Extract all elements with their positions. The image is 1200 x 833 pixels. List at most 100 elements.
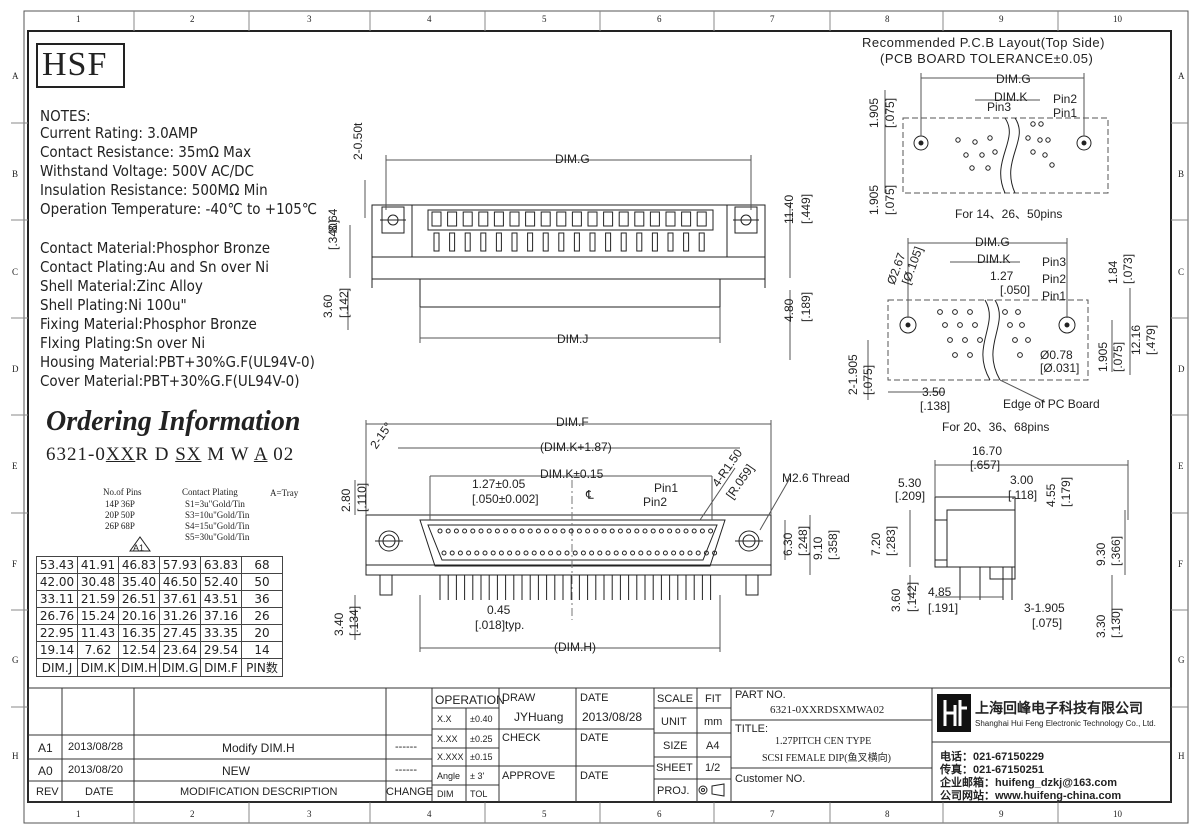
pcb-dim-label: 1.905 [867, 184, 881, 215]
side-view-dim-label: 5.30 [898, 476, 922, 490]
pcb-hole [952, 309, 958, 315]
rev-header-change: CHANGE [386, 786, 434, 798]
contact-hole [556, 550, 562, 556]
side-view-dim-label: [.283] [884, 525, 898, 556]
contact-hole [457, 550, 463, 556]
contact-hole [601, 528, 607, 534]
contact-hole [679, 550, 685, 556]
contact-hole [675, 528, 681, 534]
customer-no-label: Customer NO. [735, 773, 806, 785]
contact-slot-lower [433, 232, 440, 252]
fit-label: FIT [705, 693, 722, 705]
contact-slot-lower [464, 232, 471, 252]
front-view-dim-label: DIM.K±0.15 [540, 467, 604, 481]
side-view-dim-label: [.657] [970, 458, 1001, 472]
top-view-dim-label: [.142] [337, 287, 351, 318]
contact-hole [507, 550, 513, 556]
note-line: Contact Resistance: 35mΩ Max [40, 143, 252, 161]
contact-slot-lower [511, 232, 518, 252]
contact-slot-lower [558, 232, 565, 252]
material-line: Fixing Material:Phosphor Bronze [40, 315, 257, 333]
revision-description: Modify DIM.H [222, 741, 295, 755]
border-row-label-left: A [12, 71, 19, 81]
front-view-dim-label: 3.40 [332, 612, 346, 636]
pcb-hole [1049, 162, 1055, 168]
contact-slot [603, 211, 614, 227]
front-view-dim-label: (DIM.H) [554, 640, 596, 654]
border-col-label-top: 5 [542, 14, 547, 24]
contact-hole [539, 550, 545, 556]
pcb-dim-label: Pin1 [1053, 106, 1078, 120]
contact-hole [486, 528, 492, 534]
contact-hole [470, 528, 476, 534]
dim-table-cell: 46.50 [159, 573, 201, 591]
contact-hole [568, 528, 574, 534]
pcb-layout-1-holes [955, 121, 1055, 171]
contact-hole [613, 550, 619, 556]
side-view-dim-label: 16.70 [972, 444, 1003, 458]
plating-option: S1=3u"Gold/Tin [185, 499, 245, 509]
pcb-hole [1012, 337, 1018, 343]
contact-slot-lower [480, 232, 487, 252]
contact-hole [626, 528, 632, 534]
contact-hole [609, 528, 615, 534]
contact-slot [634, 211, 645, 227]
dim-table-cell: 14 [241, 641, 283, 659]
top-view-dim-label: DIM.G [555, 152, 590, 166]
contact-hole [453, 528, 459, 534]
pcb-dim-label: Pin1 [1042, 289, 1067, 303]
top-view-dim-label: 2-0.50t [351, 122, 365, 160]
dim-table-cell: 52.40 [200, 573, 242, 591]
pcb-hole [972, 139, 978, 145]
contact-hole [585, 528, 591, 534]
revision-id: A1 [38, 741, 53, 755]
border-row-label-right: A [1178, 71, 1185, 81]
dim-table-cell: 16.35 [118, 624, 160, 642]
dim-table-cell: 26.76 [36, 607, 78, 625]
top-view-contact-slots [431, 211, 707, 252]
sheet-value: 1/2 [705, 762, 721, 774]
contact-hole [654, 550, 660, 556]
front-view-dim-label: DIM.F [556, 415, 589, 429]
contact-hole [667, 528, 673, 534]
contact-hole [494, 528, 500, 534]
front-view-dim-label: 0.45 [487, 603, 511, 617]
tolerance-value: TOL [470, 789, 488, 799]
size-value: A4 [706, 740, 720, 752]
top-view-dim-label: [.189] [799, 291, 813, 322]
side-view-dim-label: [.142] [905, 581, 919, 612]
contact-slot [478, 211, 489, 227]
material-line: Contact Material:Phosphor Bronze [40, 239, 271, 257]
pcb-hole [967, 309, 973, 315]
scale-label: SCALE [657, 693, 694, 705]
check-label: CHECK [502, 732, 541, 744]
pcb-title: Recommended P.C.B Layout(Top Side) [862, 35, 1105, 50]
contact-hole [564, 550, 570, 556]
draw-label: DRAW [502, 692, 536, 704]
dim-table-cell: 27.45 [159, 624, 201, 642]
side-view-dim-label: [.366] [1109, 535, 1123, 566]
dim-table-cell: 36 [241, 590, 283, 608]
rev-header-date: DATE [85, 786, 114, 798]
date-label-1: DATE [580, 692, 609, 704]
dim-table-cell: 12.54 [118, 641, 160, 659]
dim-table-cell: DIM.J [36, 658, 78, 677]
contact-hole [437, 528, 443, 534]
contact-hole [515, 550, 521, 556]
pcb-layout-2-holes [937, 309, 1031, 358]
dim-table-cell: 33.11 [36, 590, 78, 608]
contact-slot [556, 211, 567, 227]
size-label: SIZE [663, 740, 688, 752]
pcb-hole [937, 309, 943, 315]
dim-table-cell: 22.95 [36, 624, 78, 642]
note-line: Insulation Resistance: 500MΩ Min [40, 181, 268, 199]
part-no-label: PART NO. [735, 689, 786, 701]
pcb-hole [987, 135, 993, 141]
border-col-label-bottom: 4 [427, 809, 432, 819]
contact-hole [527, 528, 533, 534]
border-row-label-right: D [1178, 364, 1185, 374]
pcb-dim-label: Pin3 [987, 100, 1012, 114]
notes-heading: NOTES: [40, 107, 91, 125]
